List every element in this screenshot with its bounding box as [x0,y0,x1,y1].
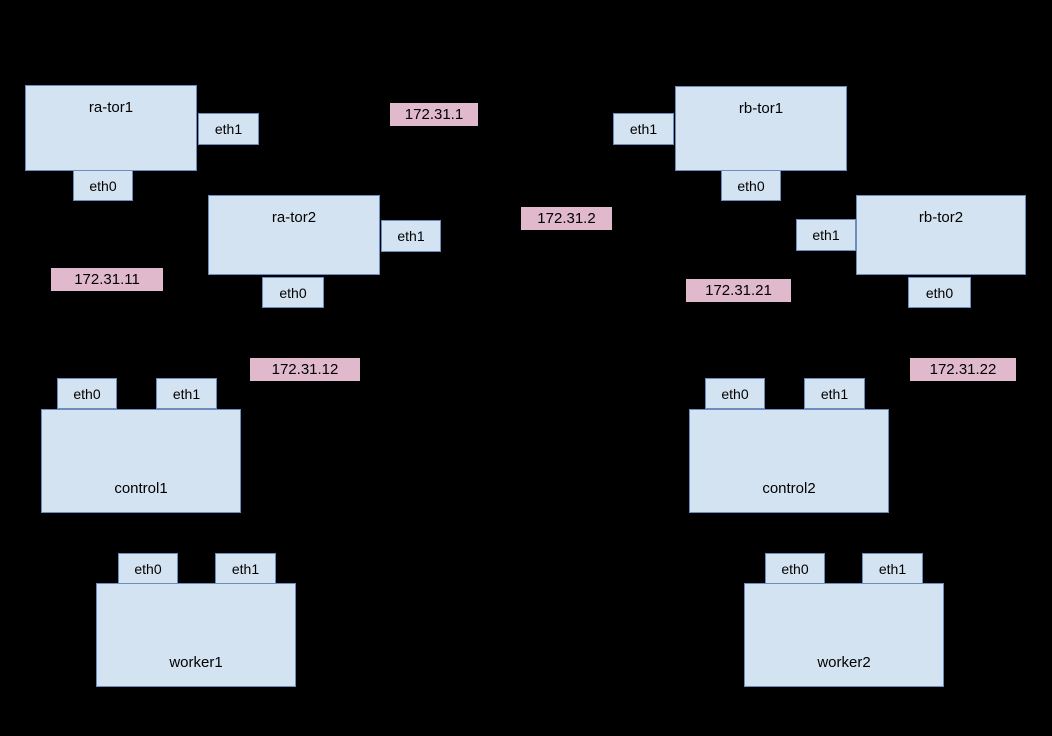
node-label: ra-tor1 [88,99,134,116]
node-label: rb-tor2 [918,209,964,226]
ip-label-ip-172-31-2: 172.31.2 [521,207,612,230]
port-worker2-eth1[interactable]: eth1 [862,553,923,584]
ip-label-ip-172-31-21: 172.31.21 [686,279,791,302]
port-worker2-eth0[interactable]: eth0 [765,553,825,584]
port-rb-tor2-eth1[interactable]: eth1 [796,219,856,251]
port-control2-eth1[interactable]: eth1 [804,378,865,409]
ip-label-ip-172-31-12: 172.31.12 [250,358,360,381]
node-worker1[interactable]: worker1 [96,583,296,687]
port-control1-eth0[interactable]: eth0 [57,378,117,409]
node-ra-tor1[interactable]: ra-tor1 [25,85,197,171]
port-worker1-eth1[interactable]: eth1 [215,553,276,584]
node-control1[interactable]: control1 [41,409,241,513]
node-rb-tor1[interactable]: rb-tor1 [675,86,847,171]
node-label: ra-tor2 [271,209,317,226]
port-rb-tor2-eth0[interactable]: eth0 [908,277,971,308]
node-label: control1 [114,480,168,497]
port-worker1-eth0[interactable]: eth0 [118,553,178,584]
ip-label-ip-172-31-1: 172.31.1 [390,103,478,126]
node-label: worker1 [169,654,223,671]
ip-label-ip-172-31-11: 172.31.11 [51,268,163,291]
node-label: worker2 [817,654,871,671]
node-ra-tor2[interactable]: ra-tor2 [208,195,380,275]
port-control1-eth1[interactable]: eth1 [156,378,217,409]
port-ra-tor1-eth0[interactable]: eth0 [73,170,133,201]
node-rb-tor2[interactable]: rb-tor2 [856,195,1026,275]
port-control2-eth0[interactable]: eth0 [705,378,765,409]
port-ra-tor2-eth1[interactable]: eth1 [381,220,441,252]
port-rb-tor1-eth0[interactable]: eth0 [721,170,781,201]
node-worker2[interactable]: worker2 [744,583,944,687]
port-ra-tor1-eth1[interactable]: eth1 [198,113,259,145]
node-label: control2 [762,480,816,497]
node-control2[interactable]: control2 [689,409,889,513]
port-ra-tor2-eth0[interactable]: eth0 [262,277,324,308]
node-label: rb-tor1 [738,100,784,117]
ip-label-ip-172-31-22: 172.31.22 [910,358,1016,381]
port-rb-tor1-eth1[interactable]: eth1 [613,113,674,145]
